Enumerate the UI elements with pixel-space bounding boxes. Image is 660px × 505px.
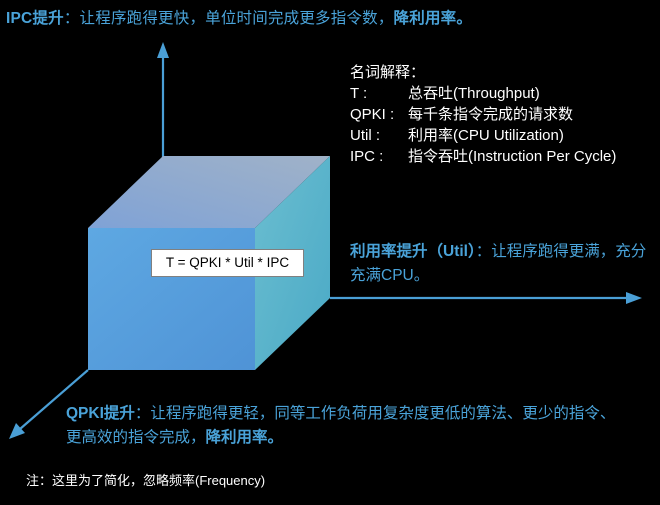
ipc-axis-arrowhead xyxy=(157,42,169,58)
glossary-item: IPC : 指令吞吐(Instruction Per Cycle) xyxy=(350,146,616,167)
glossary-term: QPKI : xyxy=(350,106,395,123)
glossary-term: IPC : xyxy=(350,148,384,165)
glossary-desc: 每千条指令完成的请求数 xyxy=(408,106,574,123)
glossary: 名词解释： T : 总吞吐(Throughput) QPKI : 每千条指令完成… xyxy=(350,62,616,167)
glossary-desc: 利用率(CPU Utilization) xyxy=(408,127,564,144)
glossary-term: Util : xyxy=(350,127,380,144)
qpki-axis-line xyxy=(19,369,89,430)
ipc-caption-emphasis: 降利用率。 xyxy=(393,10,473,27)
qpki-caption-emphasis: 降利用率。 xyxy=(205,429,284,446)
glossary-item: T : 总吞吐(Throughput) xyxy=(350,83,616,104)
qpki-caption-text: ：让程序跑得更轻，同等工作负荷用复杂度更低的算法、更少的指令、更高效的指令完成， xyxy=(66,405,616,446)
glossary-desc: 指令吞吐(Instruction Per Cycle) xyxy=(408,148,617,165)
ipc-caption: IPC提升：让程序跑得更快，单位时间完成更多指令数，降利用率。 xyxy=(6,6,472,28)
glossary-term: T : xyxy=(350,85,368,102)
footnote: 注：这里为了简化，忽略频率(Frequency) xyxy=(26,473,266,488)
glossary-item: Util : 利用率(CPU Utilization) xyxy=(350,125,616,146)
ipc-caption-text: ：让程序跑得更快，单位时间完成更多指令数， xyxy=(63,10,394,27)
qpki-axis-arrowhead xyxy=(9,423,25,439)
glossary-item: QPKI : 每千条指令完成的请求数 xyxy=(350,104,616,125)
util-axis-arrowhead xyxy=(626,292,642,304)
util-caption-label: 利用率提升（Util） xyxy=(350,243,476,260)
qpki-caption-label: QPKI提升 xyxy=(66,405,135,422)
util-caption-text: ：让程序跑得更满，充分充满CPU。 xyxy=(350,243,647,284)
qpki-caption: QPKI提升：让程序跑得更轻，同等工作负荷用复杂度更低的算法、更少的指令、更高效… xyxy=(66,402,626,450)
cube-top-face xyxy=(88,156,330,228)
glossary-title: 名词解释： xyxy=(350,64,426,81)
glossary-desc: 总吞吐(Throughput) xyxy=(408,85,540,102)
ipc-caption-label: IPC提升 xyxy=(6,10,64,27)
formula-box: T = QPKI * Util * IPC xyxy=(151,249,304,277)
util-caption: 利用率提升（Util）：让程序跑得更满，充分充满CPU。 xyxy=(350,240,650,288)
